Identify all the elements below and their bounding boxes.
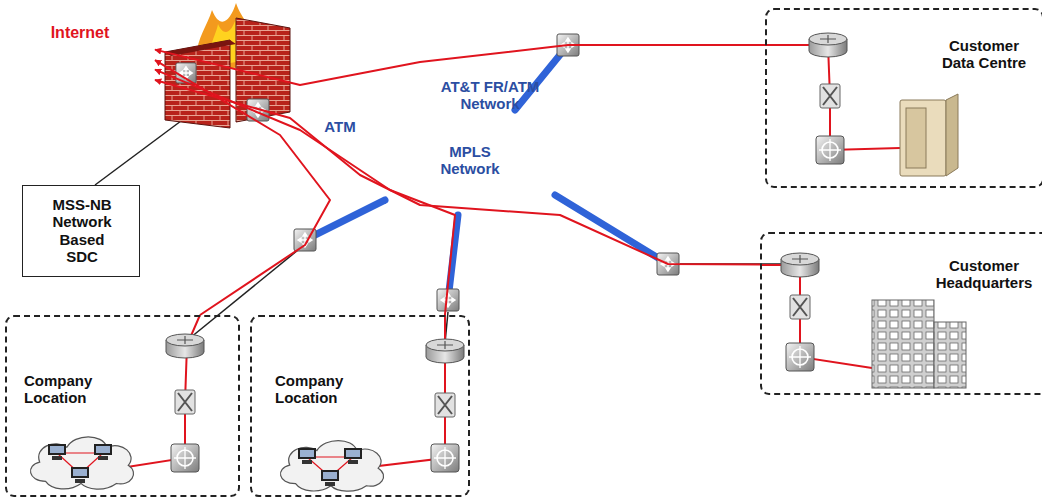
firewall-device — [820, 84, 840, 108]
tail-circuits — [95, 45, 812, 343]
building-symbol — [872, 300, 966, 388]
traffic-path — [760, 265, 872, 368]
cloud-shape — [280, 105, 402, 162]
cloud-outline — [5, 5, 155, 100]
router-symbol — [781, 253, 819, 277]
leader-line — [95, 118, 185, 185]
internet-cloud: Internet — [5, 5, 155, 100]
node-label: Company Location — [24, 372, 109, 407]
node-label: Internet — [51, 24, 110, 42]
tail-circuit — [190, 250, 298, 338]
lan-cloud — [31, 437, 134, 489]
site-boundary: Company Location — [5, 315, 240, 497]
router-symbol — [809, 33, 847, 57]
firewall-device — [435, 393, 455, 417]
traffic-path — [95, 45, 900, 472]
node-label: ATM — [324, 118, 355, 135]
server-front — [906, 108, 926, 168]
cloud-outline — [235, 0, 765, 255]
pc-symbol — [298, 448, 316, 464]
router-symbol — [166, 334, 204, 358]
pc-symbol — [321, 470, 339, 486]
access-link — [555, 195, 668, 264]
router-symbol — [426, 339, 464, 363]
carrier-network-cloud: AT&T FR/ATM NetworkATM MPLS Network — [235, 0, 765, 255]
traffic-route — [155, 60, 330, 315]
firewall-device — [175, 390, 195, 414]
switch-symbol — [431, 444, 459, 472]
pc-symbol — [48, 444, 66, 460]
node-label: MPLS Network — [433, 143, 508, 178]
node-label: Customer Headquarters — [924, 257, 1042, 292]
traffic-path — [345, 315, 445, 470]
site-boundary: Customer Data Centre — [765, 8, 1042, 188]
building — [872, 300, 934, 388]
server-case — [900, 100, 946, 176]
server-side — [946, 94, 958, 176]
cloud-shape — [273, 35, 736, 243]
cloud-shape — [16, 18, 147, 96]
pc-symbol — [344, 448, 362, 464]
pc-symbol — [94, 444, 112, 460]
traffic-path — [765, 45, 900, 150]
building — [934, 322, 966, 388]
node-label: AT&T FR/ATM Network — [428, 78, 553, 113]
firewall-symbol — [165, 3, 290, 128]
node-label: Company Location — [275, 372, 360, 407]
service-box: MSS-NB Network Based SDC — [22, 185, 140, 277]
traffic-route — [155, 70, 455, 315]
pc-symbol — [71, 467, 89, 483]
cloud-shape — [384, 109, 554, 219]
access-link — [305, 200, 385, 240]
brick-wall-top — [165, 40, 236, 56]
firewall-device — [790, 295, 810, 319]
access-links — [305, 45, 668, 300]
switch-symbol — [786, 343, 814, 371]
switch-symbol — [816, 136, 844, 164]
site-boundary: Company Location — [250, 315, 470, 497]
site-boundary: Customer Headquarters — [760, 232, 1042, 395]
node-label: Customer Data Centre — [934, 37, 1034, 72]
switch-symbol — [171, 444, 199, 472]
lan-cloud — [281, 441, 384, 492]
atm-cloud: ATM — [270, 95, 410, 165]
node-label: MSS-NB Network Based SDC — [43, 196, 121, 265]
server-symbol — [900, 94, 958, 176]
